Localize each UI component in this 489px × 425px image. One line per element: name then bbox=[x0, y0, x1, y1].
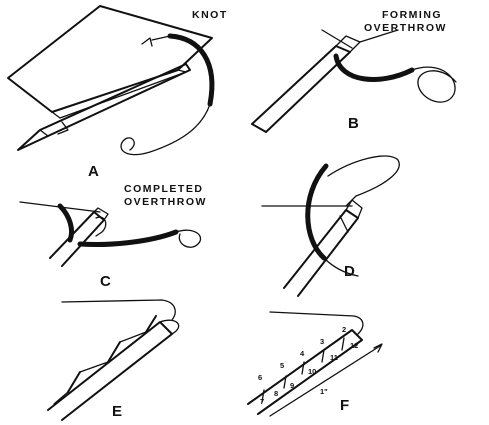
thread-e-seg1 bbox=[79, 361, 109, 373]
panel-b-label: B bbox=[348, 115, 359, 132]
caption-knot: KNOT bbox=[192, 9, 228, 21]
thread-d-loop bbox=[327, 155, 400, 207]
turn-10: 10 bbox=[308, 367, 316, 376]
thread-b-upper bbox=[359, 29, 399, 43]
panel-a: KNOT A bbox=[7, 5, 228, 180]
wrap-e2 bbox=[107, 341, 121, 363]
thread-e-seg0 bbox=[53, 391, 69, 405]
turn-11: 11 bbox=[330, 353, 338, 362]
needle bbox=[17, 63, 191, 151]
board-edge bbox=[51, 69, 187, 119]
wrap-e3 bbox=[145, 315, 157, 333]
panel-f-label: F bbox=[340, 397, 349, 414]
needle-b-tip bbox=[335, 35, 361, 53]
thread-c-thick bbox=[77, 229, 179, 247]
thread-end bbox=[151, 35, 171, 41]
panel-a-label: A bbox=[88, 163, 99, 180]
needle-c-tip bbox=[93, 207, 109, 221]
turn-8: 8 bbox=[274, 389, 278, 398]
thread-tail bbox=[120, 103, 211, 156]
caption-forming: FORMING bbox=[382, 9, 442, 21]
panel-c: COMPLETED OVERTHROW C bbox=[19, 183, 207, 290]
wrap-d bbox=[339, 215, 349, 233]
turn-12: 12 bbox=[350, 341, 358, 350]
panel-e-label: E bbox=[112, 403, 122, 420]
panel-b: FORMING OVERTHROW B bbox=[251, 9, 457, 133]
thread-c-wrap bbox=[95, 216, 107, 237]
needle-c bbox=[49, 211, 105, 267]
thread-e-seg2 bbox=[119, 331, 147, 343]
needle-eye bbox=[39, 129, 49, 137]
thread-b-start bbox=[321, 29, 353, 49]
panel-e: E bbox=[47, 299, 180, 421]
marker-6 bbox=[261, 389, 265, 403]
marker-5 bbox=[283, 375, 287, 389]
panel-c-label: C bbox=[100, 273, 111, 290]
marker-4 bbox=[301, 361, 305, 375]
marker-3 bbox=[321, 349, 325, 363]
turn-9: 9 bbox=[290, 381, 294, 390]
eye-loop bbox=[57, 121, 69, 135]
turn-3: 3 bbox=[320, 337, 324, 346]
thread-b-loop bbox=[411, 66, 457, 103]
arrowhead bbox=[141, 37, 153, 47]
wrap-e1 bbox=[67, 371, 81, 393]
thread-b-thick bbox=[333, 53, 415, 82]
panel-d: D bbox=[261, 155, 400, 297]
panel-d-label: D bbox=[344, 263, 355, 280]
rope-e bbox=[47, 321, 173, 421]
turn-2: 2 bbox=[342, 325, 346, 334]
dimension-arrow bbox=[373, 343, 383, 353]
turn-5: 5 bbox=[280, 361, 284, 370]
caption-overthrow-b: OVERTHROW bbox=[364, 22, 447, 34]
thread-c-arc bbox=[57, 203, 75, 243]
panel-f: 2 3 4 5 6 7 8 9 10 11 12 1" F bbox=[247, 311, 383, 417]
caption-overthrow-c: OVERTHROW bbox=[124, 196, 207, 208]
turn-7: 7 bbox=[260, 397, 264, 406]
rope-f bbox=[247, 329, 363, 415]
needle-d-tip bbox=[345, 199, 363, 219]
thread-c-loop bbox=[175, 229, 202, 248]
thread-d-tail bbox=[323, 257, 359, 277]
thread-e-top bbox=[61, 299, 176, 321]
marker-2 bbox=[341, 337, 345, 351]
rope-e-end bbox=[159, 319, 180, 335]
dimension-label: 1" bbox=[320, 387, 328, 396]
dimension-line bbox=[269, 345, 381, 417]
thread-f-top bbox=[269, 311, 364, 335]
thread-d-thick bbox=[305, 163, 329, 261]
turn-4: 4 bbox=[300, 349, 305, 358]
board-outline bbox=[7, 5, 213, 113]
thread-thick bbox=[167, 33, 215, 107]
caption-completed: COMPLETED bbox=[124, 183, 203, 195]
turn-6: 6 bbox=[258, 373, 262, 382]
